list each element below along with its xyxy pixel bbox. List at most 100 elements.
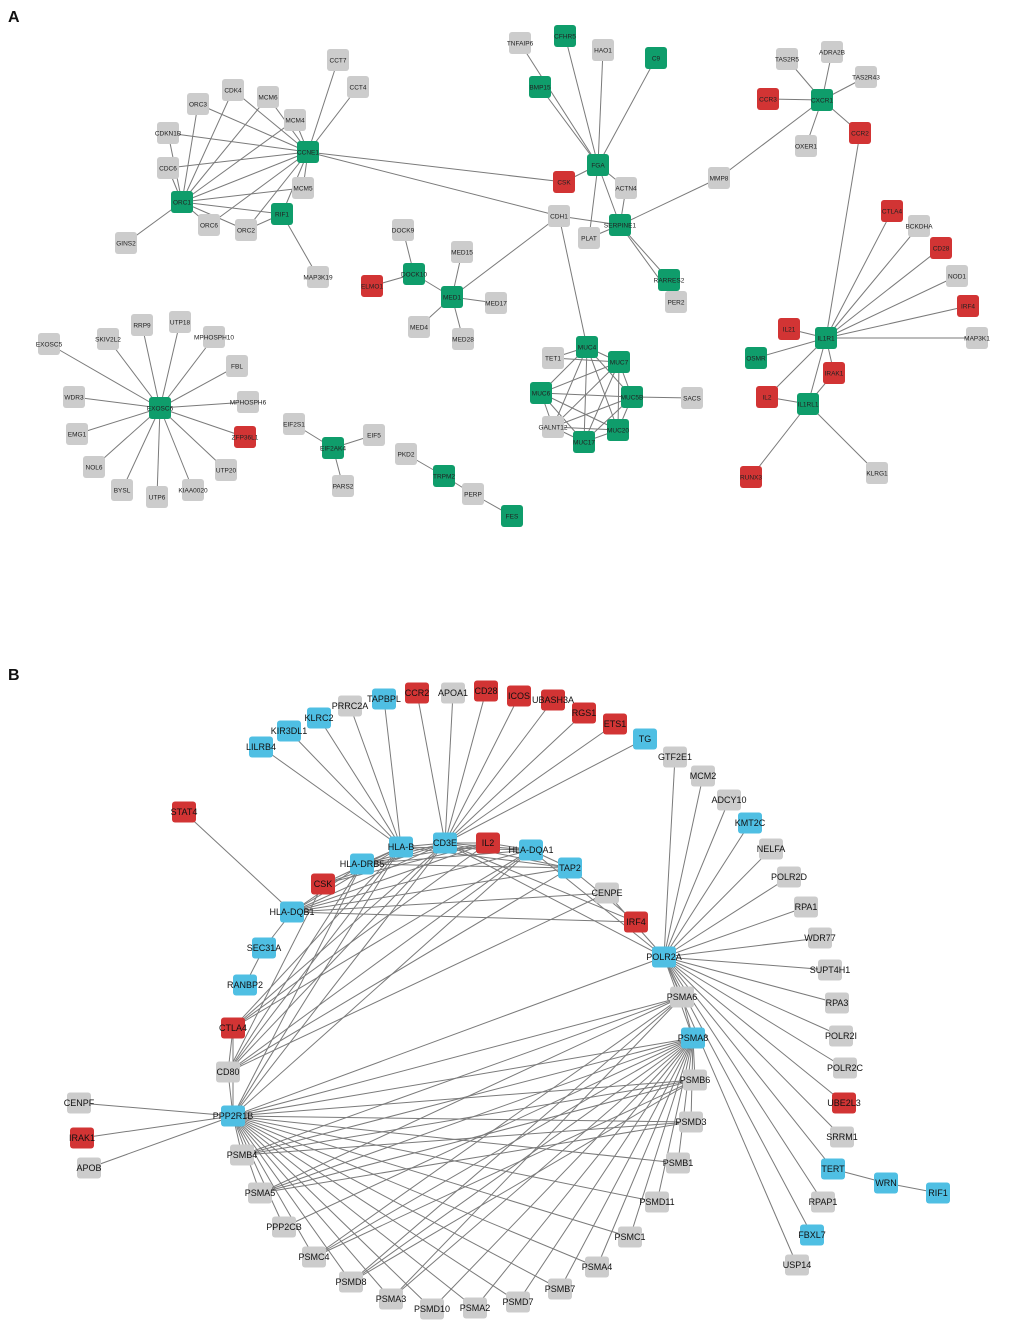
a-node-orc6: ORC6 (198, 214, 220, 236)
b-node-label: CENPF (64, 1098, 95, 1108)
b-node-ubash3a: UBASH3A (532, 689, 574, 711)
b-node-box (603, 713, 627, 735)
b-edge-ppp2r1b-psma3 (232, 1115, 392, 1300)
b-node-box (683, 1069, 707, 1091)
a-node-utp20: UTP20 (215, 459, 237, 481)
b-node-box (230, 1144, 254, 1166)
b-edge-polr2a-gtf2e1 (663, 756, 676, 958)
a-edge-ccne1-orc6 (208, 151, 309, 226)
b-edge-ppp2r1b-psmb7 (232, 1115, 561, 1290)
b-node-label: SUPT4H1 (810, 965, 851, 975)
a-node-box (332, 475, 354, 497)
b-edge-cd80-csk (227, 883, 324, 1073)
a-node-box (645, 47, 667, 69)
b-node-apob: APOB (76, 1157, 102, 1179)
a-node-label: DOCK9 (392, 227, 415, 234)
b-node-box (832, 1092, 856, 1114)
a-edge-exosc6-rrp9 (141, 324, 161, 409)
a-node-box (97, 328, 119, 350)
b-node-box (926, 1182, 950, 1204)
a-node-gins2: GINS2 (115, 232, 137, 254)
a-edge-mmp8-cxcr1 (718, 99, 823, 179)
a-edge-il1r1-ccr2 (825, 132, 861, 339)
a-node-adra2b: ADRA2B (819, 41, 845, 63)
a-node-label: MED4 (410, 324, 428, 331)
b-edge-hla-dqb1-il2 (291, 842, 489, 913)
a-node-label: MUC20 (607, 427, 629, 434)
b-edge-cd80-cd3e (227, 842, 446, 1073)
a-node-med4: MED4 (408, 316, 430, 338)
a-edge-il1r1-cd28 (825, 247, 942, 339)
a-node-label: MPHOSPH10 (194, 334, 234, 341)
b-node-box (717, 789, 741, 811)
a-node-label: KIAA0020 (178, 487, 208, 494)
a-node-orc2: ORC2 (235, 219, 257, 241)
b-edge-polr2a-ube2l3 (663, 956, 845, 1104)
b-node-label: APOA1 (438, 688, 468, 698)
b-node-psmb1: PSMB1 (663, 1152, 693, 1174)
a-edge-fga-hao1 (597, 49, 604, 166)
a-edge-cdh1-med1 (451, 215, 560, 298)
b-node-box (679, 1111, 703, 1133)
b-edge-psma8-psmb1 (677, 1037, 694, 1164)
b-edge-hla-b-kir3dl1 (288, 730, 402, 848)
b-edge-psma6-psma3 (390, 996, 683, 1300)
a-node-mcm4: MCM4 (284, 109, 306, 131)
a-edge-fga-plat (588, 164, 599, 239)
b-node-kir3dl1: KIR3DL1 (271, 720, 307, 742)
b-node-box (506, 1291, 530, 1313)
b-edge-cd80-hla-dqa1 (227, 849, 532, 1073)
b-edge-psma8-psma4 (596, 1037, 694, 1268)
b-edge-cd3e-rgs1 (444, 712, 585, 844)
b-edge-psmb6-psmb4 (241, 1079, 696, 1156)
b-node-label: SEC31A (247, 943, 282, 953)
a-node-zfp36l1: ZFP36L1 (232, 426, 259, 448)
a-node-box (441, 286, 463, 308)
a-node-label: ORC1 (173, 199, 191, 206)
b-node-box (302, 1246, 326, 1268)
a-node-label: PARS2 (333, 483, 354, 490)
a-edge-orc1-rif1 (181, 201, 283, 215)
b-edge-polr2a-srrm1 (663, 956, 843, 1138)
a-node-box (708, 167, 730, 189)
b-node-box (221, 1017, 245, 1039)
a-node-box (408, 316, 430, 338)
b-node-box (785, 1254, 809, 1276)
b-node-psmd7: PSMD7 (502, 1291, 534, 1313)
a-node-label: IL2 (762, 394, 771, 401)
b-node-label: PSMA4 (582, 1262, 613, 1272)
b-edge-ctla4-hla-dqa1 (232, 849, 532, 1029)
a-edge-exosc6-emg1 (76, 407, 161, 435)
a-node-cxcr1: CXCR1 (811, 89, 833, 111)
a-node-label: CCT7 (330, 57, 347, 64)
b-node-box (666, 1152, 690, 1174)
b-node-tg: TG (633, 728, 657, 750)
b-node-box (233, 974, 257, 996)
b-edge-polr2a-supt4h1 (663, 956, 831, 971)
b-edge-hla-drb5-tap2 (361, 863, 571, 869)
a-node-label: CCT4 (350, 84, 367, 91)
b-edge-psma8-psma3 (390, 1037, 694, 1300)
a-node-box (756, 386, 778, 408)
a-node-per2: PER2 (665, 291, 687, 313)
b-node-label: HLA-B (388, 842, 415, 852)
b-node-label: CD3E (433, 838, 457, 848)
a-node-box (608, 351, 630, 373)
b-node-ppp2cb: PPP2CB (266, 1216, 302, 1238)
b-edge-polr2a-rpa1 (663, 906, 807, 958)
a-node-serpine1: SERPINE1 (604, 214, 636, 236)
b-node-box (830, 1126, 854, 1148)
a-node-il21: IL21 (778, 318, 800, 340)
b-edge-ppp2r1b-psmd10 (232, 1115, 433, 1310)
a-node-label: MED15 (451, 249, 473, 256)
b-node-box (558, 857, 582, 879)
b-node-label: WRN (875, 1178, 897, 1188)
a-node-tas2r43: TAS2R43 (852, 66, 880, 88)
b-edge-ppp2r1b-apob (88, 1115, 234, 1169)
b-node-rpap1: RPAP1 (809, 1191, 837, 1213)
a-edge-ccne1-orc3 (197, 103, 309, 153)
a-edge-muc5b-galnt12 (552, 396, 633, 428)
a-node-kiaa0020: KIAA0020 (178, 479, 208, 501)
a-edge-exosc6-kiaa0020 (159, 407, 194, 491)
